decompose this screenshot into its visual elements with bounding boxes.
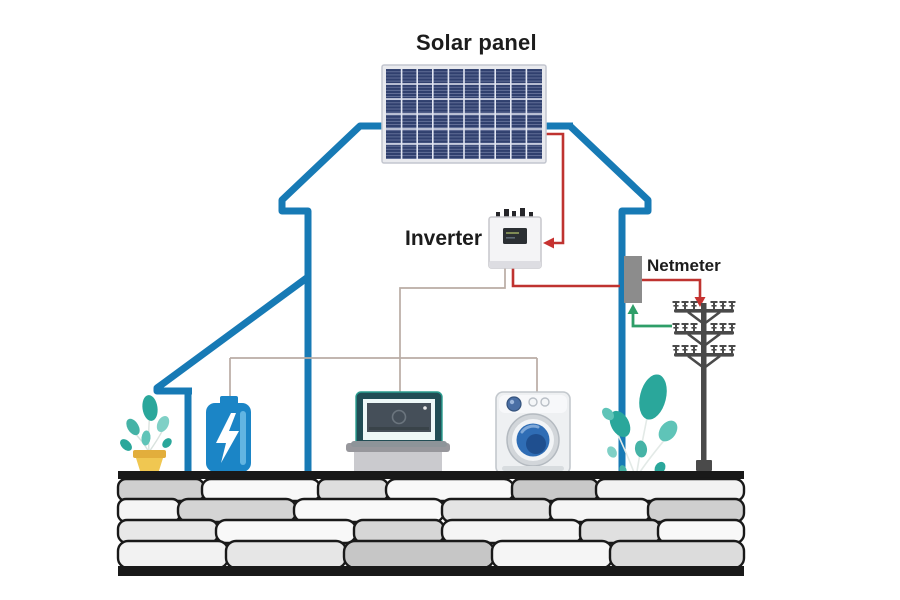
power-wires-red bbox=[511, 132, 702, 298]
house-annex-roof bbox=[153, 274, 311, 395]
inverter bbox=[488, 208, 542, 269]
house-wiring bbox=[229, 266, 538, 397]
washing-machine bbox=[495, 391, 571, 475]
pole-braces bbox=[687, 310, 721, 370]
inverter-display bbox=[503, 228, 527, 244]
arrowhead-into-inverter bbox=[543, 237, 554, 249]
laptop bbox=[351, 391, 447, 447]
battery bbox=[206, 396, 251, 472]
inverter-label: Inverter bbox=[405, 227, 483, 250]
netmeter-label: Netmeter bbox=[647, 256, 721, 275]
lightning-bolt-icon bbox=[216, 413, 239, 463]
wire-pole-to-netmeter bbox=[631, 310, 672, 328]
wire-panel-to-inverter bbox=[546, 132, 565, 245]
plant-leaves bbox=[120, 395, 172, 451]
arrowhead-into-pole bbox=[694, 297, 706, 307]
potted-plant bbox=[120, 395, 172, 474]
netmeter bbox=[624, 256, 642, 303]
solar-panel bbox=[381, 64, 547, 164]
wire-netmeter-to-pole bbox=[642, 278, 702, 298]
wire-inverter-to-laptop bbox=[399, 266, 506, 393]
house-roof-right bbox=[567, 123, 652, 479]
indoor-plant bbox=[602, 374, 678, 479]
flower-pot bbox=[133, 450, 166, 474]
inverter-top-connectors bbox=[496, 208, 533, 218]
plant-leaves bbox=[602, 374, 678, 475]
arrowhead-into-netmeter bbox=[627, 304, 639, 314]
stone-wall bbox=[116, 471, 746, 576]
wire-inverter-to-netmeter bbox=[511, 266, 620, 288]
panel-grid-lines bbox=[386, 69, 542, 159]
utility-pole bbox=[672, 301, 736, 471]
washer-knob bbox=[506, 396, 522, 412]
solar-panel-label: Solar panel bbox=[416, 30, 537, 55]
